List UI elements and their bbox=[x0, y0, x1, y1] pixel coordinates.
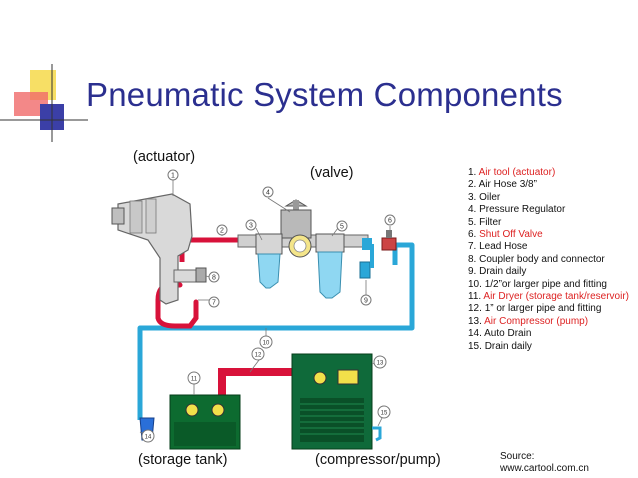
caption-valve: (valve) bbox=[310, 165, 354, 181]
callout-10: 10 bbox=[263, 341, 270, 347]
callout-12: 12 bbox=[255, 353, 262, 359]
legend-number: 1. bbox=[468, 167, 477, 178]
legend-text: Lead Hose bbox=[479, 241, 528, 253]
legend-number: 15. bbox=[468, 340, 482, 352]
legend-item: 14. Auto Drain bbox=[468, 328, 636, 340]
legend-text: 1/2”or larger pipe and fitting bbox=[484, 278, 607, 290]
source-url: www.cartool.com.cn bbox=[500, 463, 589, 474]
legend-text: Coupler body and connector bbox=[479, 253, 605, 265]
slide-decoration bbox=[0, 64, 90, 144]
legend-item: 9. Drain daily bbox=[468, 266, 636, 278]
legend-text: Drain daily bbox=[484, 340, 532, 352]
component-legend: 1. Air tool (actuator)2. Air Hose 3/8”3.… bbox=[468, 167, 636, 353]
callout-1: 1 bbox=[171, 173, 175, 180]
legend-item: 6. Shut Off Valve bbox=[468, 229, 636, 241]
legend-text: Auto Drain bbox=[484, 328, 532, 340]
legend-item: 10. 1/2”or larger pipe and fitting bbox=[468, 279, 636, 291]
callout-11: 11 bbox=[191, 377, 198, 383]
legend-item: 7. Lead Hose bbox=[468, 241, 636, 253]
legend-number: 6. bbox=[468, 229, 477, 241]
coupler bbox=[195, 267, 207, 283]
legend-item: 13. Air Compressor (pump) bbox=[468, 316, 636, 328]
legend-item: 8. Coupler body and connector bbox=[468, 254, 636, 266]
page-title: Pneumatic System Components bbox=[86, 76, 563, 113]
source-note: Source: www.cartool.com.cn bbox=[500, 451, 589, 475]
callout-9: 9 bbox=[364, 298, 368, 305]
air-dryer-tank bbox=[139, 394, 241, 450]
legend-number: 10. bbox=[468, 278, 482, 290]
legend-text: Filter bbox=[479, 216, 502, 228]
callout-7: 7 bbox=[212, 300, 216, 307]
legend-text: Air Compressor (pump) bbox=[484, 315, 589, 327]
legend-number: 3. bbox=[468, 191, 477, 203]
legend-number: 8. bbox=[468, 253, 477, 265]
legend-number: 13. bbox=[468, 315, 482, 327]
legend-number: 12. bbox=[468, 303, 482, 315]
legend-item: 12. 1” or larger pipe and fitting bbox=[468, 303, 636, 315]
legend-number: 2. bbox=[468, 179, 477, 191]
callout-15: 15 bbox=[381, 411, 388, 417]
legend-text: Air Dryer (storage tank/reservoir) bbox=[483, 291, 629, 303]
callout-3: 3 bbox=[249, 223, 253, 230]
callout-4: 4 bbox=[266, 190, 270, 197]
callout-6: 6 bbox=[388, 218, 392, 225]
legend-item: 15. Drain daily bbox=[468, 341, 636, 353]
legend-number: 4. bbox=[468, 204, 477, 216]
air-compressor bbox=[291, 353, 382, 450]
legend-number: 14. bbox=[468, 328, 482, 340]
legend-item: 3. Oiler bbox=[468, 192, 636, 204]
legend-number: 11. bbox=[468, 291, 482, 303]
air-tool-actuator bbox=[111, 193, 197, 305]
legend-number: 7. bbox=[468, 241, 477, 253]
callout-14: 14 bbox=[145, 435, 152, 441]
legend-item: 1. Air tool (actuator) bbox=[468, 167, 636, 179]
legend-text: Pressure Regulator bbox=[479, 204, 566, 216]
legend-text: Air Hose 3/8” bbox=[478, 179, 537, 191]
callout-8: 8 bbox=[212, 275, 216, 282]
caption-storage-tank: (storage tank) bbox=[138, 452, 228, 468]
legend-number: 9. bbox=[468, 266, 477, 278]
legend-text: Drain daily bbox=[479, 266, 527, 278]
caption-compressor: (compressor/pump) bbox=[315, 452, 441, 468]
callout-5: 5 bbox=[340, 224, 344, 231]
legend-item: 4. Pressure Regulator bbox=[468, 204, 636, 216]
legend-item: 5. Filter bbox=[468, 217, 636, 229]
legend-text: Air tool (actuator) bbox=[478, 167, 556, 178]
shut-off-valve bbox=[359, 230, 397, 279]
caption-actuator: (actuator) bbox=[133, 149, 196, 165]
legend-number: 5. bbox=[468, 216, 477, 228]
legend-text: Oiler bbox=[479, 191, 501, 203]
callout-2: 2 bbox=[220, 228, 224, 235]
pneumatic-diagram: 1 2 3 4 5 6 7 8 9 10 11 12 13 14 15 bbox=[111, 169, 415, 450]
legend-text: Shut Off Valve bbox=[479, 229, 543, 241]
callout-13: 13 bbox=[377, 361, 384, 367]
legend-text: 1” or larger pipe and fitting bbox=[484, 303, 602, 315]
legend-item: 11. Air Dryer (storage tank/reservoir) bbox=[468, 291, 636, 303]
source-label: Source: bbox=[500, 451, 535, 462]
legend-item: 2. Air Hose 3/8” bbox=[468, 179, 636, 191]
frl-unit bbox=[237, 199, 369, 299]
